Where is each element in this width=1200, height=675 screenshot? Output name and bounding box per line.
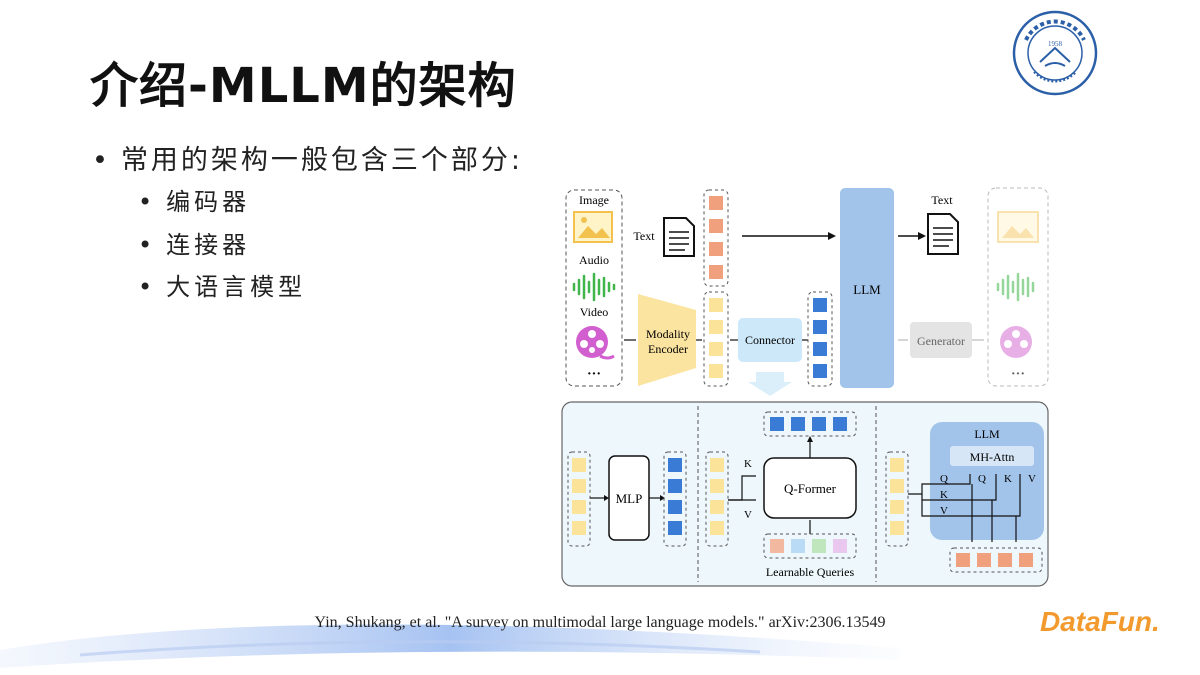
mh-attn-label: MH-Attn — [970, 450, 1015, 464]
audio-wave-icon — [572, 272, 616, 302]
main-bullet: • 常用的架构一般包含三个部分: — [92, 138, 523, 177]
q-label: Q — [940, 473, 948, 485]
encoder-label-line2: Encoder — [648, 342, 688, 356]
outputs-ellipsis: ··· — [1011, 367, 1025, 382]
image-label: Image — [579, 193, 609, 207]
qformer-k-label: K — [744, 458, 752, 470]
text-in-label: Text — [633, 229, 655, 243]
mlp-label: MLP — [616, 491, 643, 506]
qformer-label: Q-Former — [784, 481, 837, 496]
text-out-label: Text — [931, 193, 953, 207]
inputs-ellipsis: ··· — [587, 367, 601, 382]
output-audio-wave-icon — [996, 272, 1035, 302]
qformer-v-label: V — [744, 509, 752, 521]
llm-label: LLM — [853, 282, 881, 297]
encoder-label-line1: Modality — [646, 327, 690, 341]
slide-title: 介绍-MLLM的架构 — [90, 58, 517, 114]
sub-bullet-text: 编码器 — [166, 188, 251, 216]
connector-tokens — [813, 298, 827, 378]
connector-label: Connector — [745, 333, 795, 347]
sub-bullet-llm: • 大语言模型 — [138, 267, 306, 302]
video-reel-icon — [576, 326, 615, 360]
generator-box — [910, 322, 972, 358]
main-bullet-text: 常用的架构一般包含三个部分: — [120, 145, 524, 176]
mh-q-label: Q — [978, 473, 986, 485]
inputs-group — [565, 189, 623, 387]
logo-year: 1958 — [1048, 40, 1063, 48]
llm-box — [840, 188, 894, 388]
mh-attn-box — [950, 446, 1034, 466]
sub-bullet-connector: • 连接器 — [138, 225, 250, 260]
output-image-icon — [997, 211, 1039, 243]
k-label: K — [940, 489, 948, 501]
bullet-dot: • — [138, 231, 157, 259]
university-logo: 1958 — [1012, 10, 1098, 96]
sub-bullet-text: 连接器 — [166, 231, 251, 259]
connector-box — [738, 318, 802, 362]
generator-label: Generator — [917, 334, 965, 348]
mh-k-label: K — [1004, 473, 1012, 485]
expand-arrow — [748, 372, 792, 396]
bullet-dot: • — [92, 145, 111, 176]
audio-label: Audio — [579, 253, 609, 267]
llm-small-label: LLM — [974, 427, 1000, 441]
datafun-logo: DataFun. — [1040, 606, 1160, 637]
modality-encoder — [638, 294, 696, 386]
video-label: Video — [580, 305, 609, 319]
outputs-group — [987, 187, 1049, 387]
learnable-queries-label: Learnable Queries — [766, 565, 855, 579]
output-video-reel-icon — [1000, 326, 1032, 358]
sub-bullet-encoder: • 编码器 — [138, 182, 250, 217]
sub-bullet-text: 大语言模型 — [166, 273, 307, 301]
bullet-dot: • — [138, 273, 157, 301]
mllm-architecture-diagram: Image Audio Video ··· Text Modality Enco… — [561, 187, 1049, 587]
document-icon — [663, 217, 695, 257]
bullet-dot: • — [138, 188, 157, 216]
mh-v-label: V — [1028, 473, 1036, 485]
image-icon — [573, 211, 613, 243]
text-tokens — [709, 196, 723, 279]
citation: Yin, Shukang, et al. "A survey on multim… — [314, 614, 886, 631]
output-document-icon — [927, 213, 959, 255]
v-label: V — [940, 505, 948, 517]
encoder-tokens — [709, 298, 723, 378]
